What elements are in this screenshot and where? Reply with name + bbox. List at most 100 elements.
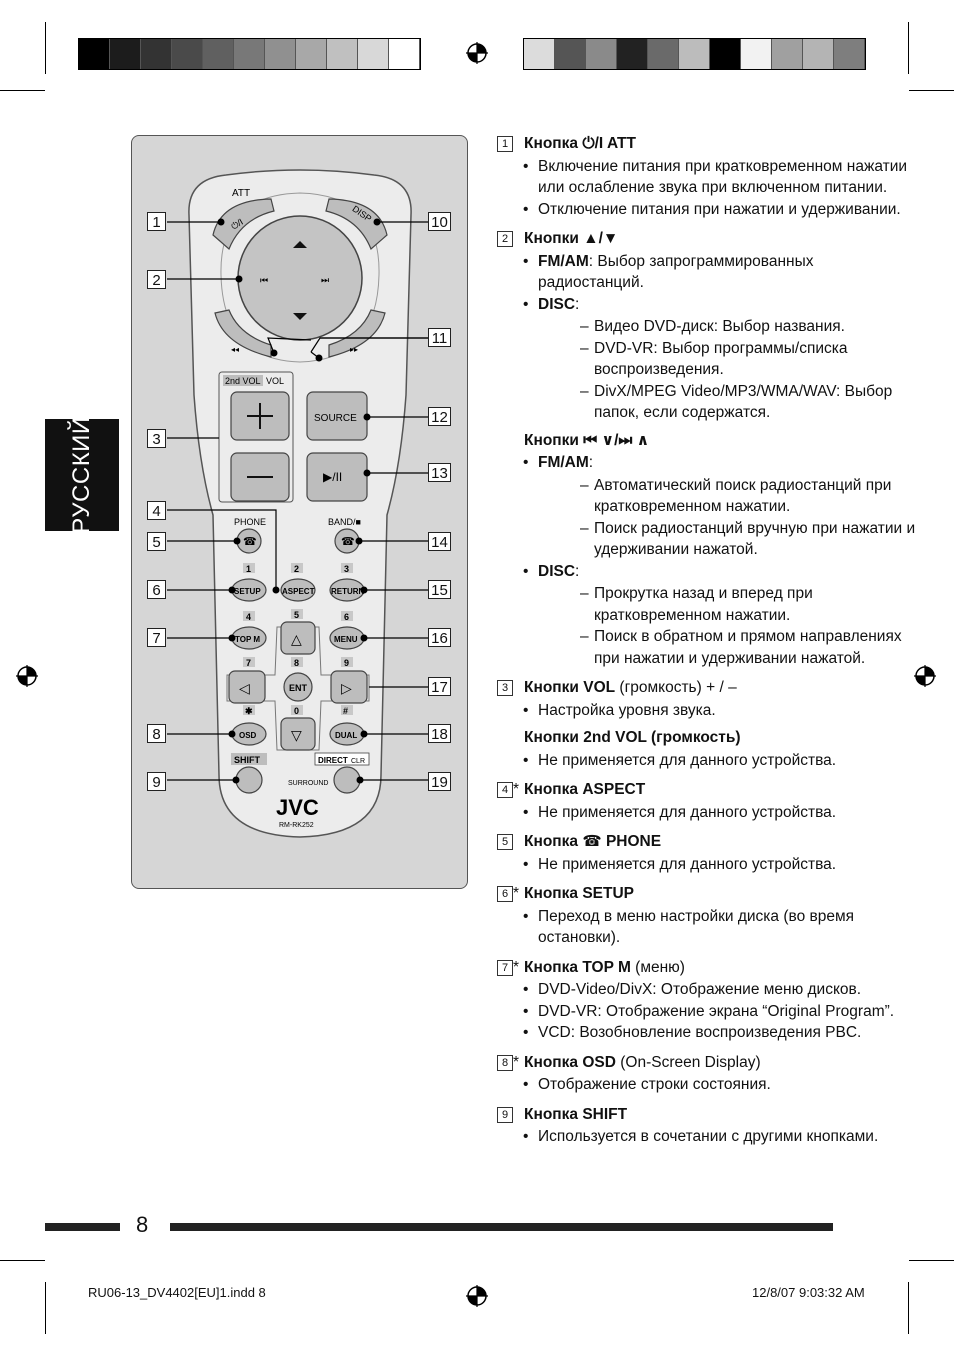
play-pause-button[interactable] xyxy=(306,452,368,502)
dash-list: Видео DVD-диск: Выбор названия.DVD-VR: В… xyxy=(538,316,916,424)
svg-text:9: 9 xyxy=(344,658,349,668)
page-number: 8 xyxy=(136,1212,149,1237)
callout-7: 7 xyxy=(147,628,166,647)
section-title-text: Кнопка OSD xyxy=(524,1053,616,1071)
callout-4: 4 xyxy=(147,501,166,520)
color-swatch xyxy=(79,39,110,69)
shift-button[interactable] xyxy=(235,766,263,794)
dash-item: Прокрутка назад и вперед при кратковреме… xyxy=(538,583,916,626)
surround-direct-button[interactable] xyxy=(333,766,361,794)
bullet-text: : xyxy=(575,295,580,313)
svg-text:6: 6 xyxy=(344,612,349,622)
section-number: 1 xyxy=(497,136,513,152)
dash-item: Поиск радиостанций вручную при нажатии и… xyxy=(538,518,916,561)
digit-tags: 1 2 3 4 5 6 7 8 9 ✱ 0 # xyxy=(243,563,353,716)
section-8: 8*Кнопка OSD (On-Screen Display)Отображе… xyxy=(496,1052,916,1096)
bullet-text: Не применяется для данного устройства. xyxy=(538,855,837,873)
color-swatch xyxy=(141,39,172,69)
callout-13: 13 xyxy=(428,463,451,482)
cursor-left-button[interactable] xyxy=(228,670,266,704)
color-swatch xyxy=(741,39,772,69)
cursor-right-button[interactable] xyxy=(330,670,368,704)
bullet-text: : Выбор запрограммированных радиостанций… xyxy=(538,252,814,292)
color-swatch xyxy=(710,39,741,69)
section-title: 7*Кнопка TOP M (меню) xyxy=(496,957,916,979)
power-att-button[interactable] xyxy=(212,198,275,251)
section-title-text: Кнопка ☎ PHONE xyxy=(524,833,662,850)
color-swatch xyxy=(617,39,648,69)
callout-11: 11 xyxy=(428,328,451,347)
rewind-button[interactable] xyxy=(214,309,272,358)
dash-item: Автоматический поиск радиостанций при кр… xyxy=(538,475,916,518)
rewind-icon: ◂◂ xyxy=(231,345,239,354)
section-title-text: Кнопки VOL xyxy=(524,679,616,696)
subsection-title-text: Кнопки 2nd VOL xyxy=(524,729,647,746)
plus-icon xyxy=(247,403,273,429)
section-number: 6 xyxy=(497,886,513,902)
color-swatch xyxy=(803,39,834,69)
bullet-text: DVD-VR: Отображение экрана “Original Pro… xyxy=(538,1002,895,1020)
section-title-text: Кнопки ▲/▼ xyxy=(524,230,619,247)
bullet-term: DISC xyxy=(538,562,576,580)
color-swatch xyxy=(203,39,234,69)
hangup-icon: ☎ xyxy=(341,536,355,548)
bullet-text: DVD-Video/DivX: Отображение меню дисков. xyxy=(538,981,862,998)
color-swatch xyxy=(110,39,141,69)
aspect-button[interactable] xyxy=(280,578,316,602)
registration-mark-icon xyxy=(466,42,488,64)
bullet-item: DVD-VR: Отображение экрана “Original Pro… xyxy=(496,1001,916,1023)
section-4: 4*Кнопка ASPECT Не применяется для данног… xyxy=(496,779,916,823)
section-title-text: Кнопка SHIFT xyxy=(524,1105,628,1123)
prev-icon: ⏮ xyxy=(260,275,268,285)
subsection-title: Кнопки 2nd VOL (громкость) xyxy=(496,727,916,749)
callout-16: 16 xyxy=(428,628,451,647)
bullet-text: Переход в меню настройки диска (во время… xyxy=(538,907,855,947)
svg-text:7: 7 xyxy=(246,658,251,668)
disp-button[interactable] xyxy=(325,198,388,251)
bullet-list: Включение питания при кратковременном на… xyxy=(496,156,916,221)
callout-18: 18 xyxy=(428,724,451,743)
bullet-item: Не применяется для данного устройства. xyxy=(496,802,916,824)
callout-12: 12 xyxy=(428,407,451,426)
phone-icon: ☎ xyxy=(243,536,257,548)
callout-3: 3 xyxy=(147,429,166,448)
fast-forward-button[interactable] xyxy=(328,309,386,358)
callout-8: 8 xyxy=(147,724,166,743)
svg-text:4: 4 xyxy=(246,612,251,622)
bullet-list: Не применяется для данного устройства. xyxy=(496,750,916,772)
play-pause-label: ▶/II xyxy=(323,470,342,484)
bullet-item: Используется в сочетании с другими кнопк… xyxy=(496,1126,916,1148)
color-swatch-strip-right xyxy=(523,38,866,70)
bullet-term: FM/AM xyxy=(538,252,589,270)
dash-item: Видео DVD-диск: Выбор названия. xyxy=(538,316,916,338)
cursor-up-button[interactable] xyxy=(280,621,316,655)
section-star: * xyxy=(513,781,520,798)
bullet-term: FM/AM xyxy=(538,454,589,471)
bullet-list: Отображение строки состояния. xyxy=(496,1074,916,1096)
bullet-list: Настройка уровня звука. xyxy=(496,700,916,722)
dpad[interactable] xyxy=(237,215,363,341)
dual-label: DUAL xyxy=(335,731,357,740)
cursor-down-button[interactable] xyxy=(280,717,316,751)
registration-mark-icon xyxy=(466,1285,488,1307)
bullet-item: Включение питания при кратковременном на… xyxy=(496,156,916,199)
section-title-note: (меню) xyxy=(630,958,685,976)
enter-button[interactable] xyxy=(283,672,313,702)
section-7: 7*Кнопка TOP M (меню) DVD-Video/DivX: Ото… xyxy=(496,957,916,1044)
right-triangle-icon: ▷ xyxy=(341,680,352,696)
setup-label: SETUP xyxy=(234,587,261,596)
callout-1: 1 xyxy=(147,212,166,231)
section-number: 4 xyxy=(497,782,513,798)
brand-logo: JVC xyxy=(276,795,319,820)
section-title-note: (On-Screen Display) xyxy=(615,1053,761,1071)
enter-label: ENT xyxy=(289,683,308,693)
bullet-item: DISC:Прокрутка назад и вперед при кратко… xyxy=(496,561,916,670)
shift-label: SHIFT xyxy=(234,755,261,765)
return-label: RETURN xyxy=(331,587,365,596)
direct-label: DIRECT xyxy=(318,756,348,765)
section-title-text: Кнопка ASPECT xyxy=(524,781,646,798)
osd-label: OSD xyxy=(239,731,257,740)
